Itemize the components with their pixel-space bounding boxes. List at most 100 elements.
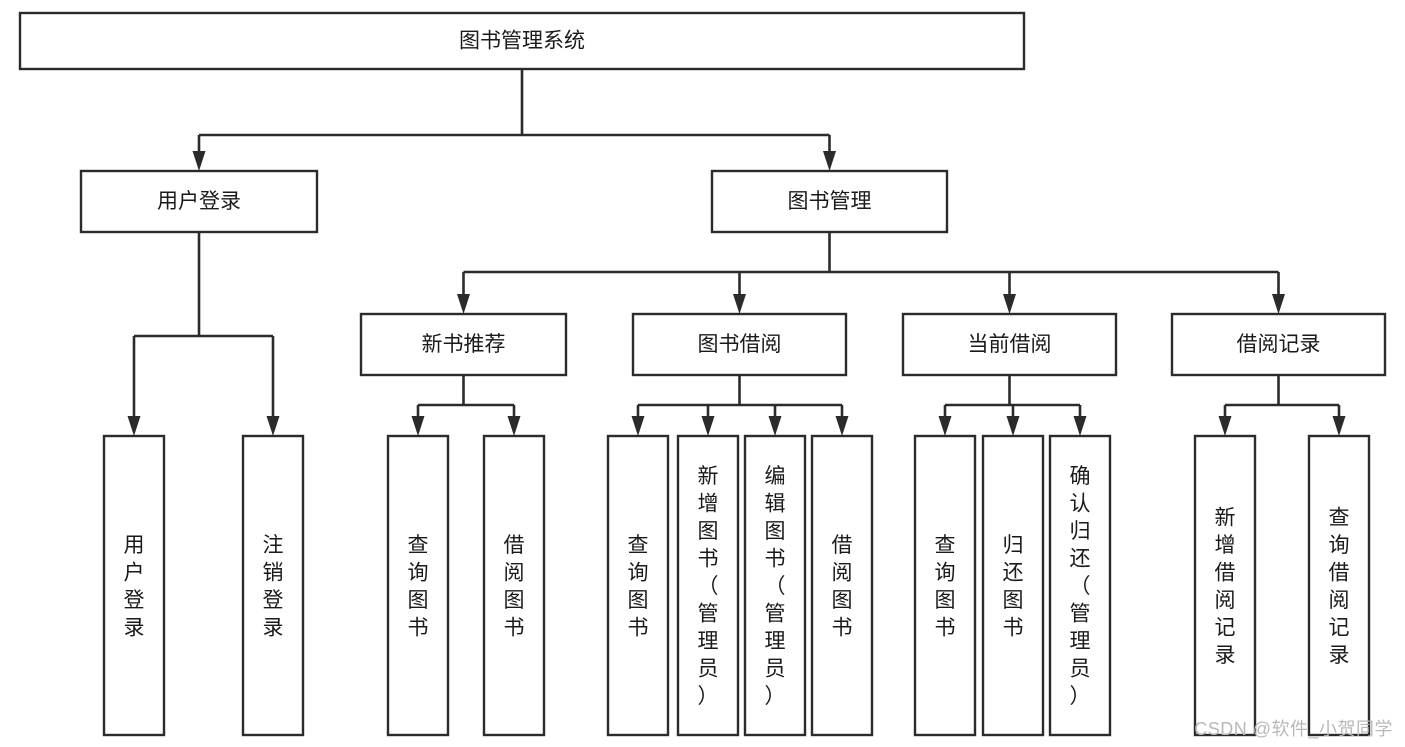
node-label-leaf-br-query: 查询借阅记录: [1329, 506, 1350, 667]
node-leaf-bb-add[interactable]: 新增图书（管理员）: [676, 434, 740, 737]
node-label-leaf-cb-query: 查询图书: [935, 534, 956, 640]
glyph: 查: [1329, 506, 1350, 529]
node-box-new-book-rec[interactable]: [359, 312, 568, 377]
node-box-leaf-br-add[interactable]: [1193, 434, 1257, 737]
node-borrow-record[interactable]: 借阅记录: [1170, 312, 1387, 377]
node-box-book-borrow[interactable]: [631, 312, 848, 377]
node-current-borrow[interactable]: 当前借阅: [901, 312, 1118, 377]
glyph: 借: [504, 534, 525, 557]
node-book-manage[interactable]: 图书管理: [710, 169, 949, 234]
glyph: 确: [1070, 465, 1091, 488]
node-leaf-bb-borrow[interactable]: 借阅图书: [810, 434, 874, 737]
node-leaf-cb-confirm[interactable]: 确认归还（管理员）: [1048, 434, 1112, 737]
glyph: 户: [124, 561, 145, 584]
arrow-head-icon: [835, 416, 849, 436]
glyph: 编: [765, 465, 786, 488]
node-user-login[interactable]: 用户登录: [79, 169, 319, 234]
arrow-head-icon: [631, 416, 645, 436]
node-box-leaf-br-query[interactable]: [1307, 434, 1371, 737]
node-label-new-book-rec: 新书推荐: [422, 333, 506, 356]
node-box-leaf-cb-return[interactable]: [981, 434, 1045, 737]
glyph: 图: [1003, 589, 1024, 612]
node-leaf-bb-query[interactable]: 查询图书: [606, 434, 670, 737]
node-box-leaf-cb-query[interactable]: [913, 434, 977, 737]
glyph: 新: [698, 465, 719, 488]
node-leaf-bb-edit[interactable]: 编辑图书（管理员）: [743, 434, 807, 737]
glyph: 员: [1070, 658, 1091, 681]
glyph: 图: [628, 589, 649, 612]
node-leaf-br-query[interactable]: 查询借阅记录: [1307, 434, 1371, 737]
arrow-head-icon: [733, 294, 746, 314]
node-box-user-login[interactable]: [79, 169, 319, 234]
node-box-leaf-bb-add[interactable]: [676, 434, 740, 737]
glyph: 归: [1070, 520, 1091, 543]
arrow-head-icon: [1073, 416, 1087, 436]
node-box-leaf-bb-edit[interactable]: [743, 434, 807, 737]
glyph: 录: [1329, 644, 1350, 667]
node-box-root[interactable]: [18, 11, 1026, 71]
glyph: 用: [124, 534, 145, 557]
glyph: 增: [698, 493, 719, 516]
arrow-head-icon: [266, 416, 280, 436]
node-root[interactable]: 图书管理系统: [18, 11, 1026, 71]
node-box-leaf-bb-query[interactable]: [606, 434, 670, 737]
glyph: 询: [628, 561, 649, 584]
glyph: 管: [698, 603, 719, 626]
node-box-leaf-user-logout[interactable]: [241, 434, 305, 737]
arrow-head-icon: [768, 416, 782, 436]
node-label-leaf-user-login: 用户登录: [124, 534, 145, 640]
glyph: 管: [1070, 603, 1091, 626]
glyph: 询: [935, 561, 956, 584]
arrow-head-icon: [1003, 294, 1016, 314]
node-leaf-user-logout[interactable]: 注销登录: [241, 434, 305, 737]
node-box-book-manage[interactable]: [710, 169, 949, 234]
node-leaf-rec-query[interactable]: 查询图书: [386, 434, 450, 737]
glyph: 录: [1215, 644, 1236, 667]
glyph: 书: [628, 616, 649, 639]
glyph: 录: [263, 616, 284, 639]
node-leaf-br-add[interactable]: 新增借阅记录: [1193, 434, 1257, 737]
glyph: 理: [698, 630, 719, 653]
glyph: （: [1070, 575, 1091, 598]
node-leaf-rec-borrow[interactable]: 借阅图书: [482, 434, 546, 737]
node-box-leaf-rec-borrow[interactable]: [482, 434, 546, 737]
node-label-root: 图书管理系统: [459, 30, 585, 53]
node-label-leaf-cb-confirm: 确认归还（管理员）: [1070, 465, 1091, 708]
node-box-borrow-record[interactable]: [1170, 312, 1387, 377]
arrow-head-icon: [1218, 416, 1232, 436]
glyph: 查: [628, 534, 649, 557]
node-leaf-cb-query[interactable]: 查询图书: [913, 434, 977, 737]
node-label-current-borrow: 当前借阅: [968, 333, 1052, 356]
glyph: ）: [765, 685, 786, 708]
node-box-leaf-bb-borrow[interactable]: [810, 434, 874, 737]
node-leaf-cb-return[interactable]: 归还图书: [981, 434, 1045, 737]
glyph: 图: [832, 589, 853, 612]
node-label-borrow-record: 借阅记录: [1237, 333, 1321, 356]
node-box-current-borrow[interactable]: [901, 312, 1118, 377]
node-leaf-user-login[interactable]: 用户登录: [102, 434, 166, 737]
glyph: 阅: [1329, 589, 1350, 612]
arrow-head-icon: [938, 416, 952, 436]
glyph: 管: [765, 603, 786, 626]
arrow-head-icon: [1006, 416, 1020, 436]
arrow-head-icon: [823, 151, 836, 171]
node-book-borrow[interactable]: 图书借阅: [631, 312, 848, 377]
glyph: 阅: [832, 561, 853, 584]
node-label-leaf-rec-query: 查询图书: [408, 534, 429, 640]
glyph: 还: [1070, 548, 1091, 571]
node-box-leaf-user-login[interactable]: [102, 434, 166, 737]
node-box-leaf-cb-confirm[interactable]: [1048, 434, 1112, 737]
arrow-head-icon: [701, 416, 715, 436]
glyph: 图: [935, 589, 956, 612]
glyph: 书: [698, 548, 719, 571]
arrow-head-icon: [192, 151, 206, 171]
glyph: 认: [1070, 493, 1091, 516]
node-box-leaf-rec-query[interactable]: [386, 434, 450, 737]
node-label-leaf-bb-borrow: 借阅图书: [832, 534, 853, 640]
glyph: 理: [1070, 630, 1091, 653]
node-new-book-rec[interactable]: 新书推荐: [359, 312, 568, 377]
glyph: 员: [698, 658, 719, 681]
glyph: 书: [765, 548, 786, 571]
node-label-leaf-bb-edit: 编辑图书（管理员）: [765, 465, 786, 708]
